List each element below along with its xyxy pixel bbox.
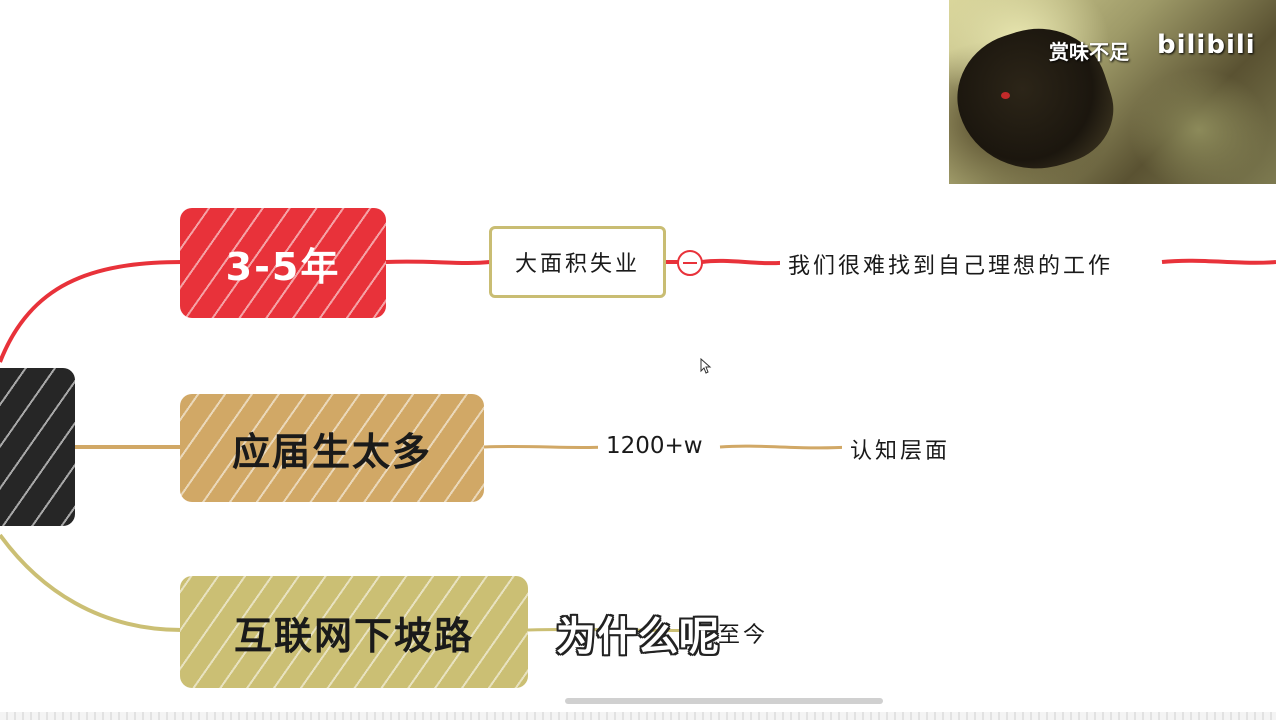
- minus-bar: [683, 262, 697, 264]
- subtopic-mass-unemployment[interactable]: 大面积失业: [489, 226, 666, 298]
- connector-olive-to-leaf: [527, 627, 721, 633]
- topic-3-5-years[interactable]: 3-5年: [180, 208, 386, 318]
- subtopic-graduate-count[interactable]: 1200+w: [598, 433, 711, 459]
- status-bar: [0, 712, 1276, 720]
- subtopic-mass-unemployment-label: 大面积失业: [514, 252, 640, 277]
- topic-too-many-graduates[interactable]: 应届生太多: [180, 394, 484, 502]
- horizontal-scrollbar[interactable]: [565, 698, 883, 704]
- leaf-until-now[interactable]: 至今: [710, 617, 777, 649]
- bilibili-logo: bilibili: [1157, 30, 1256, 60]
- connector-leaf-tail: [1161, 258, 1276, 265]
- topic-3-5-years-label: 3-5年: [225, 244, 341, 289]
- connector-root-to-olive: [0, 533, 183, 632]
- webcam-eye: [1001, 92, 1010, 99]
- connector-red-to-boxed: [385, 259, 491, 265]
- channel-watermark: 赏味不足: [1049, 40, 1129, 64]
- topic-too-many-graduates-label: 应届生太多: [231, 429, 432, 474]
- mindmap-root-node[interactable]: [0, 368, 75, 526]
- connector-root-to-red: [0, 260, 183, 363]
- webcam-overlay: 赏味不足 bilibili: [949, 0, 1276, 184]
- connector-count-to-leaf: [719, 444, 851, 450]
- leaf-hard-to-find-ideal-job[interactable]: 我们很难找到自己理想的工作: [780, 248, 1122, 280]
- mouse-pointer-icon: [700, 358, 712, 374]
- leaf-cognitive-level[interactable]: 认知层面: [842, 433, 959, 465]
- video-subtitle: 为什么呢: [556, 614, 720, 660]
- topic-internet-decline-label: 互联网下坡路: [233, 613, 474, 658]
- minus-circle-icon[interactable]: [677, 250, 703, 276]
- topic-internet-decline[interactable]: 互联网下坡路: [180, 576, 528, 688]
- connector-tan-to-count: [483, 444, 606, 450]
